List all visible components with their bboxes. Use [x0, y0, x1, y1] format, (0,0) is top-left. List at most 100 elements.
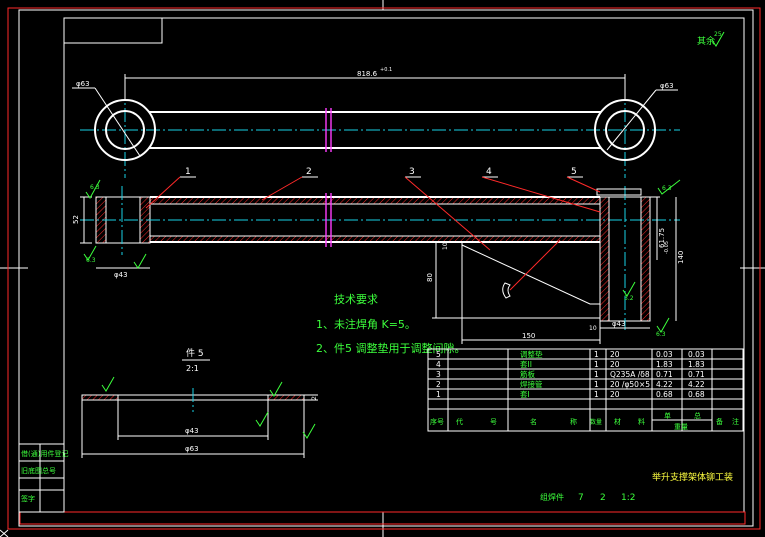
- part-no-5: 5: [571, 167, 577, 177]
- rough-label-4: 3.2: [624, 295, 634, 302]
- bom-cell-qty: 1: [594, 360, 599, 369]
- bom-cell-qty: 1: [594, 390, 599, 399]
- detail-inner-dia: φ43: [185, 427, 199, 435]
- bom-header-unit: 单: [664, 411, 671, 420]
- bom-cell-unit-wt: 4.22: [656, 380, 673, 389]
- bom-cell-qty: 1: [594, 370, 599, 379]
- bom-cell-total-wt: 4.22: [688, 380, 705, 389]
- rough-label-2: 6.3: [86, 257, 96, 264]
- bom-header: 序号 代 号 名 称 数量 材 料 单 总 重量 备 注: [430, 411, 739, 431]
- rough-label-5: 6.3: [656, 331, 666, 338]
- bom-cell-material: 20: [610, 350, 620, 359]
- rough-label-3: 6.3: [662, 185, 672, 192]
- bom-cell-unit-wt: 0.71: [656, 370, 673, 379]
- bom-cell-no: 4: [436, 360, 441, 369]
- roughness-symbol-icon: [269, 381, 283, 397]
- strip-label-3: 签字: [21, 494, 35, 503]
- part-no-4: 4: [486, 167, 492, 177]
- bom-cell-total-wt: 0.71: [688, 370, 705, 379]
- roughness-symbol-icon: [85, 179, 101, 199]
- bom-header-weight: 重量: [674, 423, 688, 431]
- bom-cell-no: 2: [436, 380, 441, 389]
- bom-cell-no: 5: [436, 350, 441, 359]
- roughness-symbol-icon: [83, 245, 97, 261]
- detail-scale: 2:1: [186, 364, 199, 373]
- bom-header-no: 序号: [430, 417, 444, 426]
- tech-requirements: 技术要求 1、未注焊角 K=5。 2、件5 调整垫用于调整间隙。: [316, 293, 466, 355]
- roughness-note-text: 其余: [697, 35, 715, 47]
- bom-cell-unit-wt: 0.03: [656, 350, 673, 359]
- bom-cell-material: 20: [610, 390, 620, 399]
- bom-cell-name: 套I: [520, 389, 530, 399]
- roughness-note: 其余 25: [697, 31, 725, 47]
- roughness-symbol-icon: [711, 31, 725, 47]
- part-no-1: 1: [185, 167, 191, 177]
- bom-cell-qty: 1: [594, 350, 599, 359]
- bom-cell-total-wt: 0.68: [688, 390, 705, 399]
- left-registry-strip: 借(通)用件登记 旧底图总号 签字: [18, 443, 68, 513]
- part-no-3: 3: [409, 167, 415, 177]
- detail-view-part5: 件 5 2:1 φ43 φ63 2: [81, 347, 318, 458]
- bom-header-mat-b: 料: [638, 417, 645, 426]
- roughness-note-value: 25: [714, 31, 722, 38]
- bom-cell-qty: 1: [594, 380, 599, 389]
- tech-req-item-1: 1、未注焊角 K=5。: [316, 317, 416, 331]
- dim-center-distance: 818.6: [357, 70, 378, 78]
- bom-cell-name: 筋板: [520, 369, 535, 379]
- dim-bore-right-side: φ43: [612, 320, 626, 328]
- rough-label-1: 6.3: [90, 184, 100, 191]
- roughness-symbol-icon: [133, 253, 147, 269]
- bom-header-name-a: 名: [530, 417, 537, 426]
- drawing-border: [7, 7, 761, 530]
- bom-cell-name: 调整垫: [520, 349, 543, 359]
- dim-length-150: 150: [522, 332, 535, 340]
- tech-req-title: 技术要求: [334, 293, 378, 306]
- tech-req-item-2: 2、件5 调整垫用于调整间隙。: [316, 341, 466, 355]
- bom-header-code-b: 号: [490, 418, 497, 426]
- bom-header-qty: 数量: [590, 418, 602, 426]
- dim-center-distance-tol: +0.1: [380, 67, 392, 73]
- dim-height-140: 140: [677, 251, 685, 264]
- dim-bore-left-side: φ43: [114, 271, 128, 279]
- strip-label-2: 旧底图总号: [21, 466, 56, 475]
- bom-header-code-a: 代: [456, 417, 463, 426]
- detail-thickness: 2: [311, 396, 318, 400]
- roughness-symbol-icon: [622, 281, 636, 297]
- title-block-sheet-sep: 2: [600, 493, 606, 503]
- bom-cell-material: Q235A /δ8: [610, 370, 650, 379]
- bom-cell-no: 3: [436, 370, 441, 379]
- bom-header-mat-a: 材: [614, 417, 621, 426]
- strip-label-1: 借(通)用件登记: [21, 449, 68, 458]
- roughness-symbol-icon: [302, 423, 316, 439]
- bom-header-note-b: 注: [732, 417, 739, 426]
- dim-gap-10a: 10: [442, 242, 449, 250]
- front-view: 52 φ43 61.75 -0.05 140 φ43 150 80 10 10 …: [72, 167, 685, 344]
- roughness-symbol-icon: [657, 179, 681, 195]
- dim-height-right-tol: -0.05: [664, 241, 670, 254]
- title-block-title: 举升支撑架体铆工装: [652, 471, 733, 483]
- bom-header-note-a: 备: [716, 417, 723, 426]
- dim-bore-dia-left: φ63: [76, 80, 90, 88]
- bom-cell-total-wt: 1.83: [688, 360, 705, 369]
- title-block: 举升支撑架体铆工装 组焊件 7 2 1:2: [540, 471, 733, 503]
- roughness-symbol-icon: [255, 411, 269, 427]
- title-block-scale: 1:2: [621, 493, 635, 503]
- bom-cell-material: 20: [610, 360, 620, 369]
- bom-cell-material: 20 /φ50×5: [610, 380, 650, 389]
- bom-cell-unit-wt: 0.68: [656, 390, 673, 399]
- title-block-sheet-label: 组焊件: [540, 492, 564, 502]
- dim-height-right: 61.75: [658, 228, 666, 248]
- dim-height-80: 80: [426, 273, 434, 282]
- bom-cell-name: 套II: [520, 359, 532, 369]
- dim-height-left: 52: [72, 215, 80, 224]
- bom-cell-no: 1: [436, 390, 441, 399]
- roughness-symbol-icon: [101, 376, 115, 392]
- bom-cell-total-wt: 0.03: [688, 350, 705, 359]
- rib-notch: [502, 282, 511, 299]
- dim-bore-dia-right: φ63: [660, 82, 674, 90]
- bom-cell-name: 焊接管: [520, 379, 543, 389]
- roughness-symbol-icon: [656, 317, 670, 333]
